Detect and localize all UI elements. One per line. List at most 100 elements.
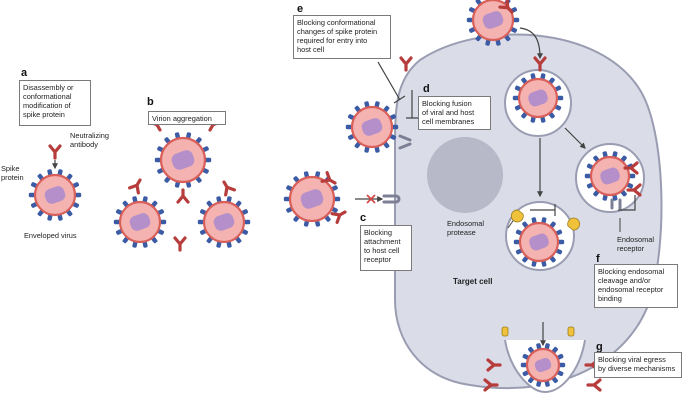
spike-protein xyxy=(544,380,550,387)
spike-protein xyxy=(315,171,321,178)
viral-genome xyxy=(482,11,504,29)
panel-letter-e: e xyxy=(297,3,304,15)
target-cell-label: Target cell xyxy=(453,277,493,286)
virus xyxy=(584,151,636,201)
spike-protein xyxy=(226,196,232,203)
viral-genome xyxy=(600,167,620,185)
inhibit-d xyxy=(406,90,418,119)
spike-protein xyxy=(142,196,148,203)
spike-protein xyxy=(28,192,36,198)
protease-icons xyxy=(501,209,581,337)
spike-protein xyxy=(74,192,82,198)
spike-protein xyxy=(466,17,474,23)
panel-a-text: Disassembly or conformational modificati… xyxy=(19,80,91,126)
virus xyxy=(197,196,251,248)
cross-mark xyxy=(366,194,376,204)
spike-protein xyxy=(315,220,321,227)
panel-f-text: Blocking endosomal cleavage and/or endos… xyxy=(594,264,678,308)
spike-protein xyxy=(303,220,309,227)
spike-protein xyxy=(186,132,192,139)
spike-protein xyxy=(174,181,180,188)
spike-protein xyxy=(584,173,592,179)
panel-letter-a: a xyxy=(21,67,28,79)
spike-protein xyxy=(333,196,341,202)
spike-protein xyxy=(243,219,251,225)
viral-genome xyxy=(528,89,548,107)
spike-protein xyxy=(132,196,138,203)
spike-protein xyxy=(216,241,222,248)
spike-protein xyxy=(204,157,212,163)
nucleus xyxy=(427,137,503,213)
arrow-entry xyxy=(519,27,543,60)
antibody xyxy=(173,236,187,252)
viral-genome xyxy=(361,118,383,136)
spike-protein xyxy=(495,39,501,46)
receptors xyxy=(382,134,622,210)
spike-protein xyxy=(364,101,370,108)
spike-protein xyxy=(159,219,167,225)
spike-protein xyxy=(197,219,205,225)
panel-g-text: Blocking viral egress by diverse mechani… xyxy=(594,352,682,378)
spike-protein xyxy=(47,214,53,221)
spike-protein xyxy=(283,196,291,202)
spike-protein xyxy=(558,362,566,368)
spike-protein xyxy=(485,39,491,46)
virus xyxy=(283,171,341,227)
panel-letter-f: f xyxy=(596,253,600,265)
inhibit-f xyxy=(618,195,636,211)
spike-protein-label: Spike protein xyxy=(1,164,24,182)
spike-protein xyxy=(142,241,148,248)
spike-protein xyxy=(540,116,546,123)
virus xyxy=(154,132,212,188)
spike-protein xyxy=(540,73,546,80)
spike-protein xyxy=(47,169,53,176)
endosomal-receptor-label: Endosomal receptor xyxy=(617,235,654,253)
endosomal-protease-label: Endosomal protease xyxy=(447,219,484,237)
spike-protein xyxy=(512,17,520,23)
panel-letter-b: b xyxy=(147,96,154,108)
virus xyxy=(520,343,566,387)
spike-protein xyxy=(612,194,618,201)
spike-protein xyxy=(186,181,192,188)
viral-genome xyxy=(44,186,66,204)
spike-protein xyxy=(374,146,380,153)
enveloped-virus-label: Enveloped virus xyxy=(24,231,77,240)
panel-e-text: Blocking conformational changes of spike… xyxy=(293,15,391,59)
inhibit-e xyxy=(377,61,406,104)
virus xyxy=(28,169,82,221)
viral-genome xyxy=(171,150,195,170)
panel-letter-c: c xyxy=(360,212,367,224)
panel-letter-g: g xyxy=(596,341,603,353)
spike-protein xyxy=(602,151,608,158)
spike-protein xyxy=(520,362,528,368)
spike-protein xyxy=(113,219,121,225)
spike-protein xyxy=(216,196,222,203)
panel-c-text: Blocking attachment to host cell recepto… xyxy=(360,225,412,271)
spike-protein xyxy=(602,194,608,201)
virus xyxy=(512,73,564,123)
viral-genome xyxy=(300,189,324,209)
spike-protein xyxy=(303,171,309,178)
spike-protein xyxy=(536,380,542,387)
spike-protein xyxy=(628,173,636,179)
panel-d-text: Blocking fusion of viral and host cell m… xyxy=(418,96,491,130)
antibody xyxy=(399,56,413,72)
spike-protein xyxy=(612,151,618,158)
viral-genome xyxy=(213,213,235,231)
spike-protein xyxy=(57,169,63,176)
spike-protein xyxy=(226,241,232,248)
spike-protein xyxy=(391,124,399,130)
panel-letter-d: d xyxy=(423,83,430,95)
spike-protein xyxy=(541,260,547,267)
antibody xyxy=(218,177,236,197)
antibody xyxy=(176,188,190,204)
spike-protein xyxy=(556,95,564,101)
virus xyxy=(466,0,520,46)
spike-protein xyxy=(374,101,380,108)
spike-protein xyxy=(512,95,520,101)
spike-protein xyxy=(557,239,565,245)
spike-protein xyxy=(345,124,353,130)
virus-layer xyxy=(28,0,636,387)
viral-genome xyxy=(529,233,549,251)
